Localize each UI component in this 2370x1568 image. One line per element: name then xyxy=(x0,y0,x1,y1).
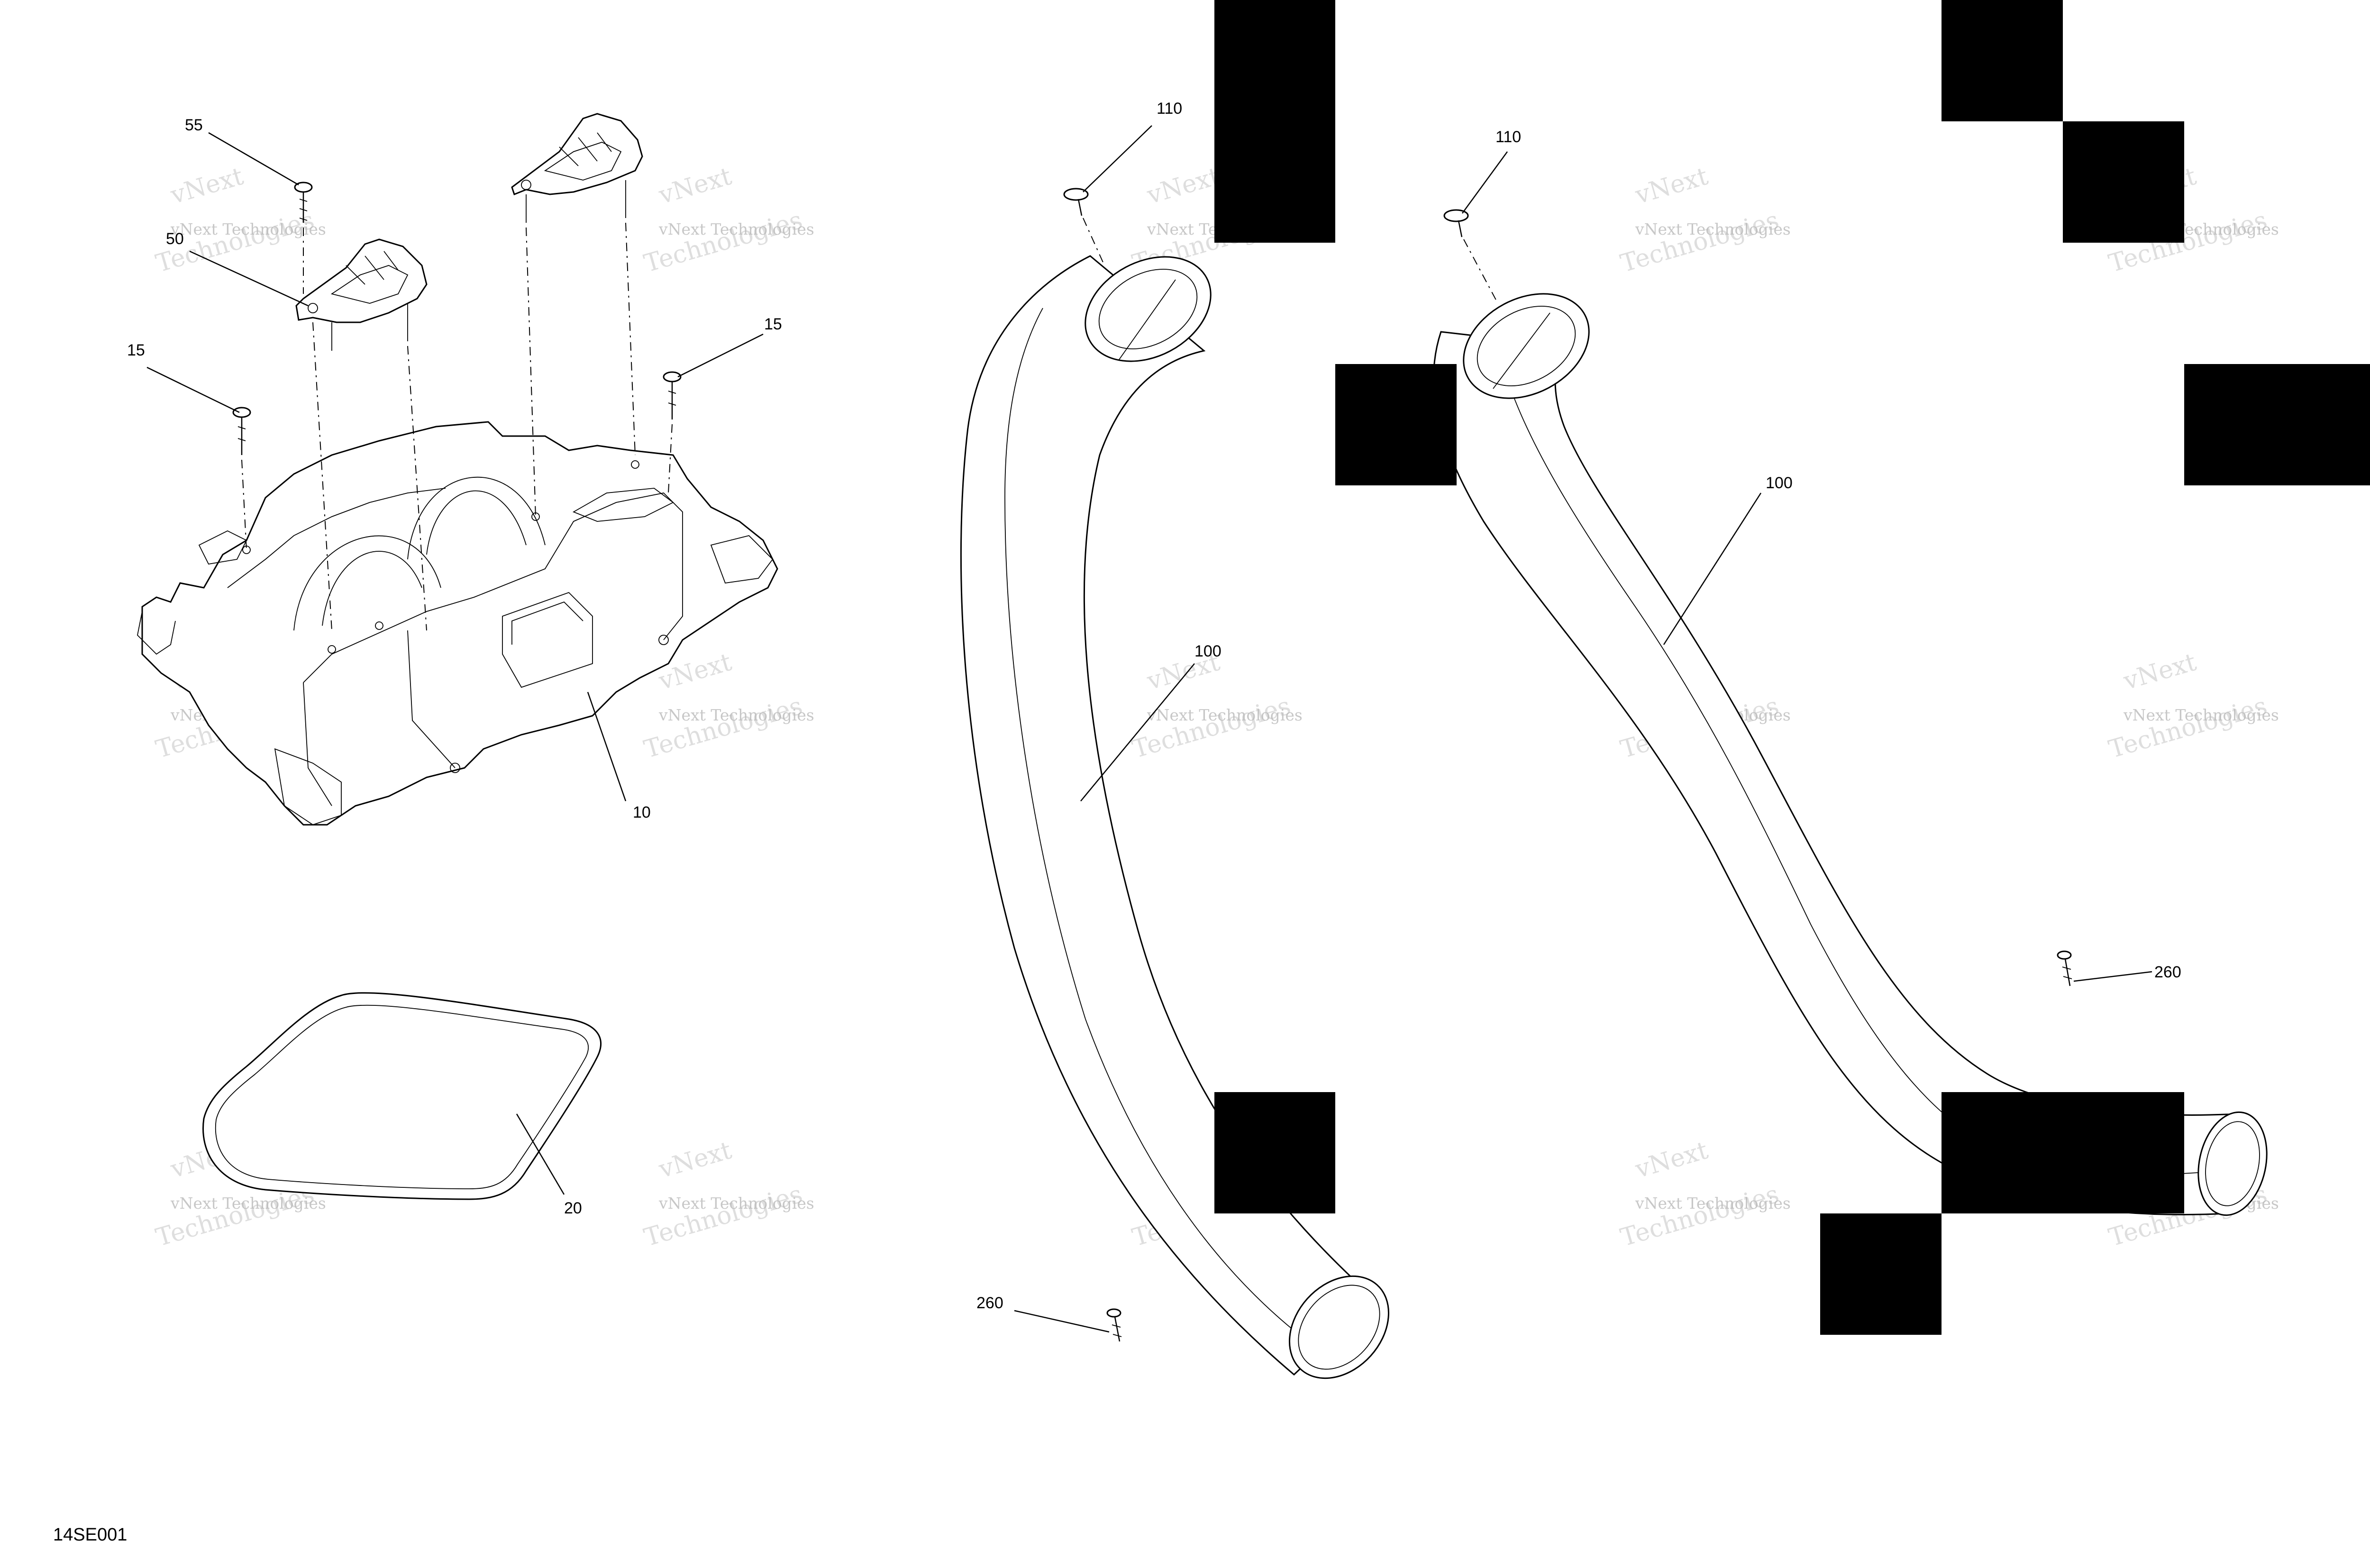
watermark-vnext: vNext xyxy=(656,1136,735,1184)
callout-15-left: 15 xyxy=(127,341,145,359)
watermark: vNext vNext Technologies Technologies xyxy=(641,162,814,278)
screw-55 xyxy=(294,182,313,223)
watermark-text: vNext Technologies xyxy=(170,220,326,238)
watermark-text: vNext Technologies xyxy=(2123,706,2279,724)
watermark-technologies: Technologies xyxy=(2106,692,2270,764)
screw-260-left xyxy=(1106,1308,1122,1342)
screw-15-left xyxy=(232,407,251,455)
callout-100-left: 100 xyxy=(1194,642,1221,660)
redaction-block xyxy=(1214,1092,1335,1213)
watermark: vNext vNext Technologies Technologies xyxy=(153,162,326,278)
callout-260-left: 260 xyxy=(976,1294,1003,1312)
watermark-technologies: Technologies xyxy=(641,1180,805,1252)
redaction-block xyxy=(1214,0,1335,243)
redaction-block xyxy=(2184,364,2370,485)
gasket-seal xyxy=(202,992,602,1200)
watermark-technologies: Technologies xyxy=(641,692,805,764)
watermark-text: vNext Technologies xyxy=(658,1194,814,1212)
assembly-lines-left xyxy=(241,222,673,631)
redaction-block xyxy=(1942,0,2063,121)
redaction-block xyxy=(1335,364,1457,485)
watermark-text: vNext Technologies xyxy=(170,1194,326,1212)
callout-110-left: 110 xyxy=(1157,100,1182,118)
screw-15-right xyxy=(663,371,682,419)
watermark-vnext: vNext xyxy=(656,162,735,210)
redaction-block xyxy=(1820,1213,1942,1335)
callout-50: 50 xyxy=(166,230,184,248)
redaction-block xyxy=(1942,1092,2184,1213)
watermark-vnext: vNext xyxy=(167,162,246,210)
watermark-text: vNext Technologies xyxy=(658,220,814,238)
watermark-technologies: Technologies xyxy=(1617,1180,1782,1252)
callout-10: 10 xyxy=(633,803,651,821)
push-rivet-110-left xyxy=(1063,188,1105,266)
airbox-housing xyxy=(137,421,778,826)
watermark: vNext vNext Technologies Technologies xyxy=(2106,648,2279,764)
air-hose-left xyxy=(960,255,1390,1379)
push-rivet-110-right xyxy=(1443,209,1498,304)
watermark-text: vNext Technologies xyxy=(658,706,814,724)
watermark-vnext: vNext xyxy=(1632,162,1711,210)
watermark-text: vNext Technologies xyxy=(1147,706,1303,724)
watermark-vnext: vNext xyxy=(2120,648,2199,696)
watermark: vNext vNext Technologies Technologies xyxy=(1617,1136,1791,1252)
callout-55: 55 xyxy=(185,116,203,134)
diagram-code: 14SE001 xyxy=(53,1525,127,1545)
watermark-vnext: vNext xyxy=(1632,1136,1711,1184)
watermark-text: vNext Technologies xyxy=(1635,220,1791,238)
watermark-vnext: vNext xyxy=(1144,162,1223,210)
watermark-technologies: Technologies xyxy=(1129,692,1294,764)
screw-260-right xyxy=(2057,950,2072,986)
callout-15-right: 15 xyxy=(764,315,782,333)
callout-110-right: 110 xyxy=(1495,128,1521,146)
clamp-bracket-50 xyxy=(295,238,428,351)
callout-100-right: 100 xyxy=(1766,474,1793,492)
watermark-text: vNext Technologies xyxy=(1635,1194,1791,1212)
callout-20: 20 xyxy=(564,1199,582,1217)
air-hose-right xyxy=(1433,293,2268,1216)
watermark: vNext vNext Technologies Technologies xyxy=(641,1136,814,1252)
leader-lines xyxy=(146,125,2152,1333)
callout-labels: 55 50 15 15 10 20 110 110 100 100 260 26… xyxy=(127,100,2181,1312)
watermark-technologies: Technologies xyxy=(641,206,805,278)
redaction-block xyxy=(2063,121,2184,243)
watermark: vNext vNext Technologies Technologies xyxy=(641,648,814,764)
callout-260-right: 260 xyxy=(2154,963,2181,981)
redaction-blocks xyxy=(1214,0,2370,1335)
watermark: vNext vNext Technologies Technologies xyxy=(1129,648,1303,764)
watermark: vNext vNext Technologies Technologies xyxy=(1617,162,1791,278)
watermark-technologies: Technologies xyxy=(1617,206,1782,278)
clamp-bracket-upper xyxy=(511,113,643,223)
